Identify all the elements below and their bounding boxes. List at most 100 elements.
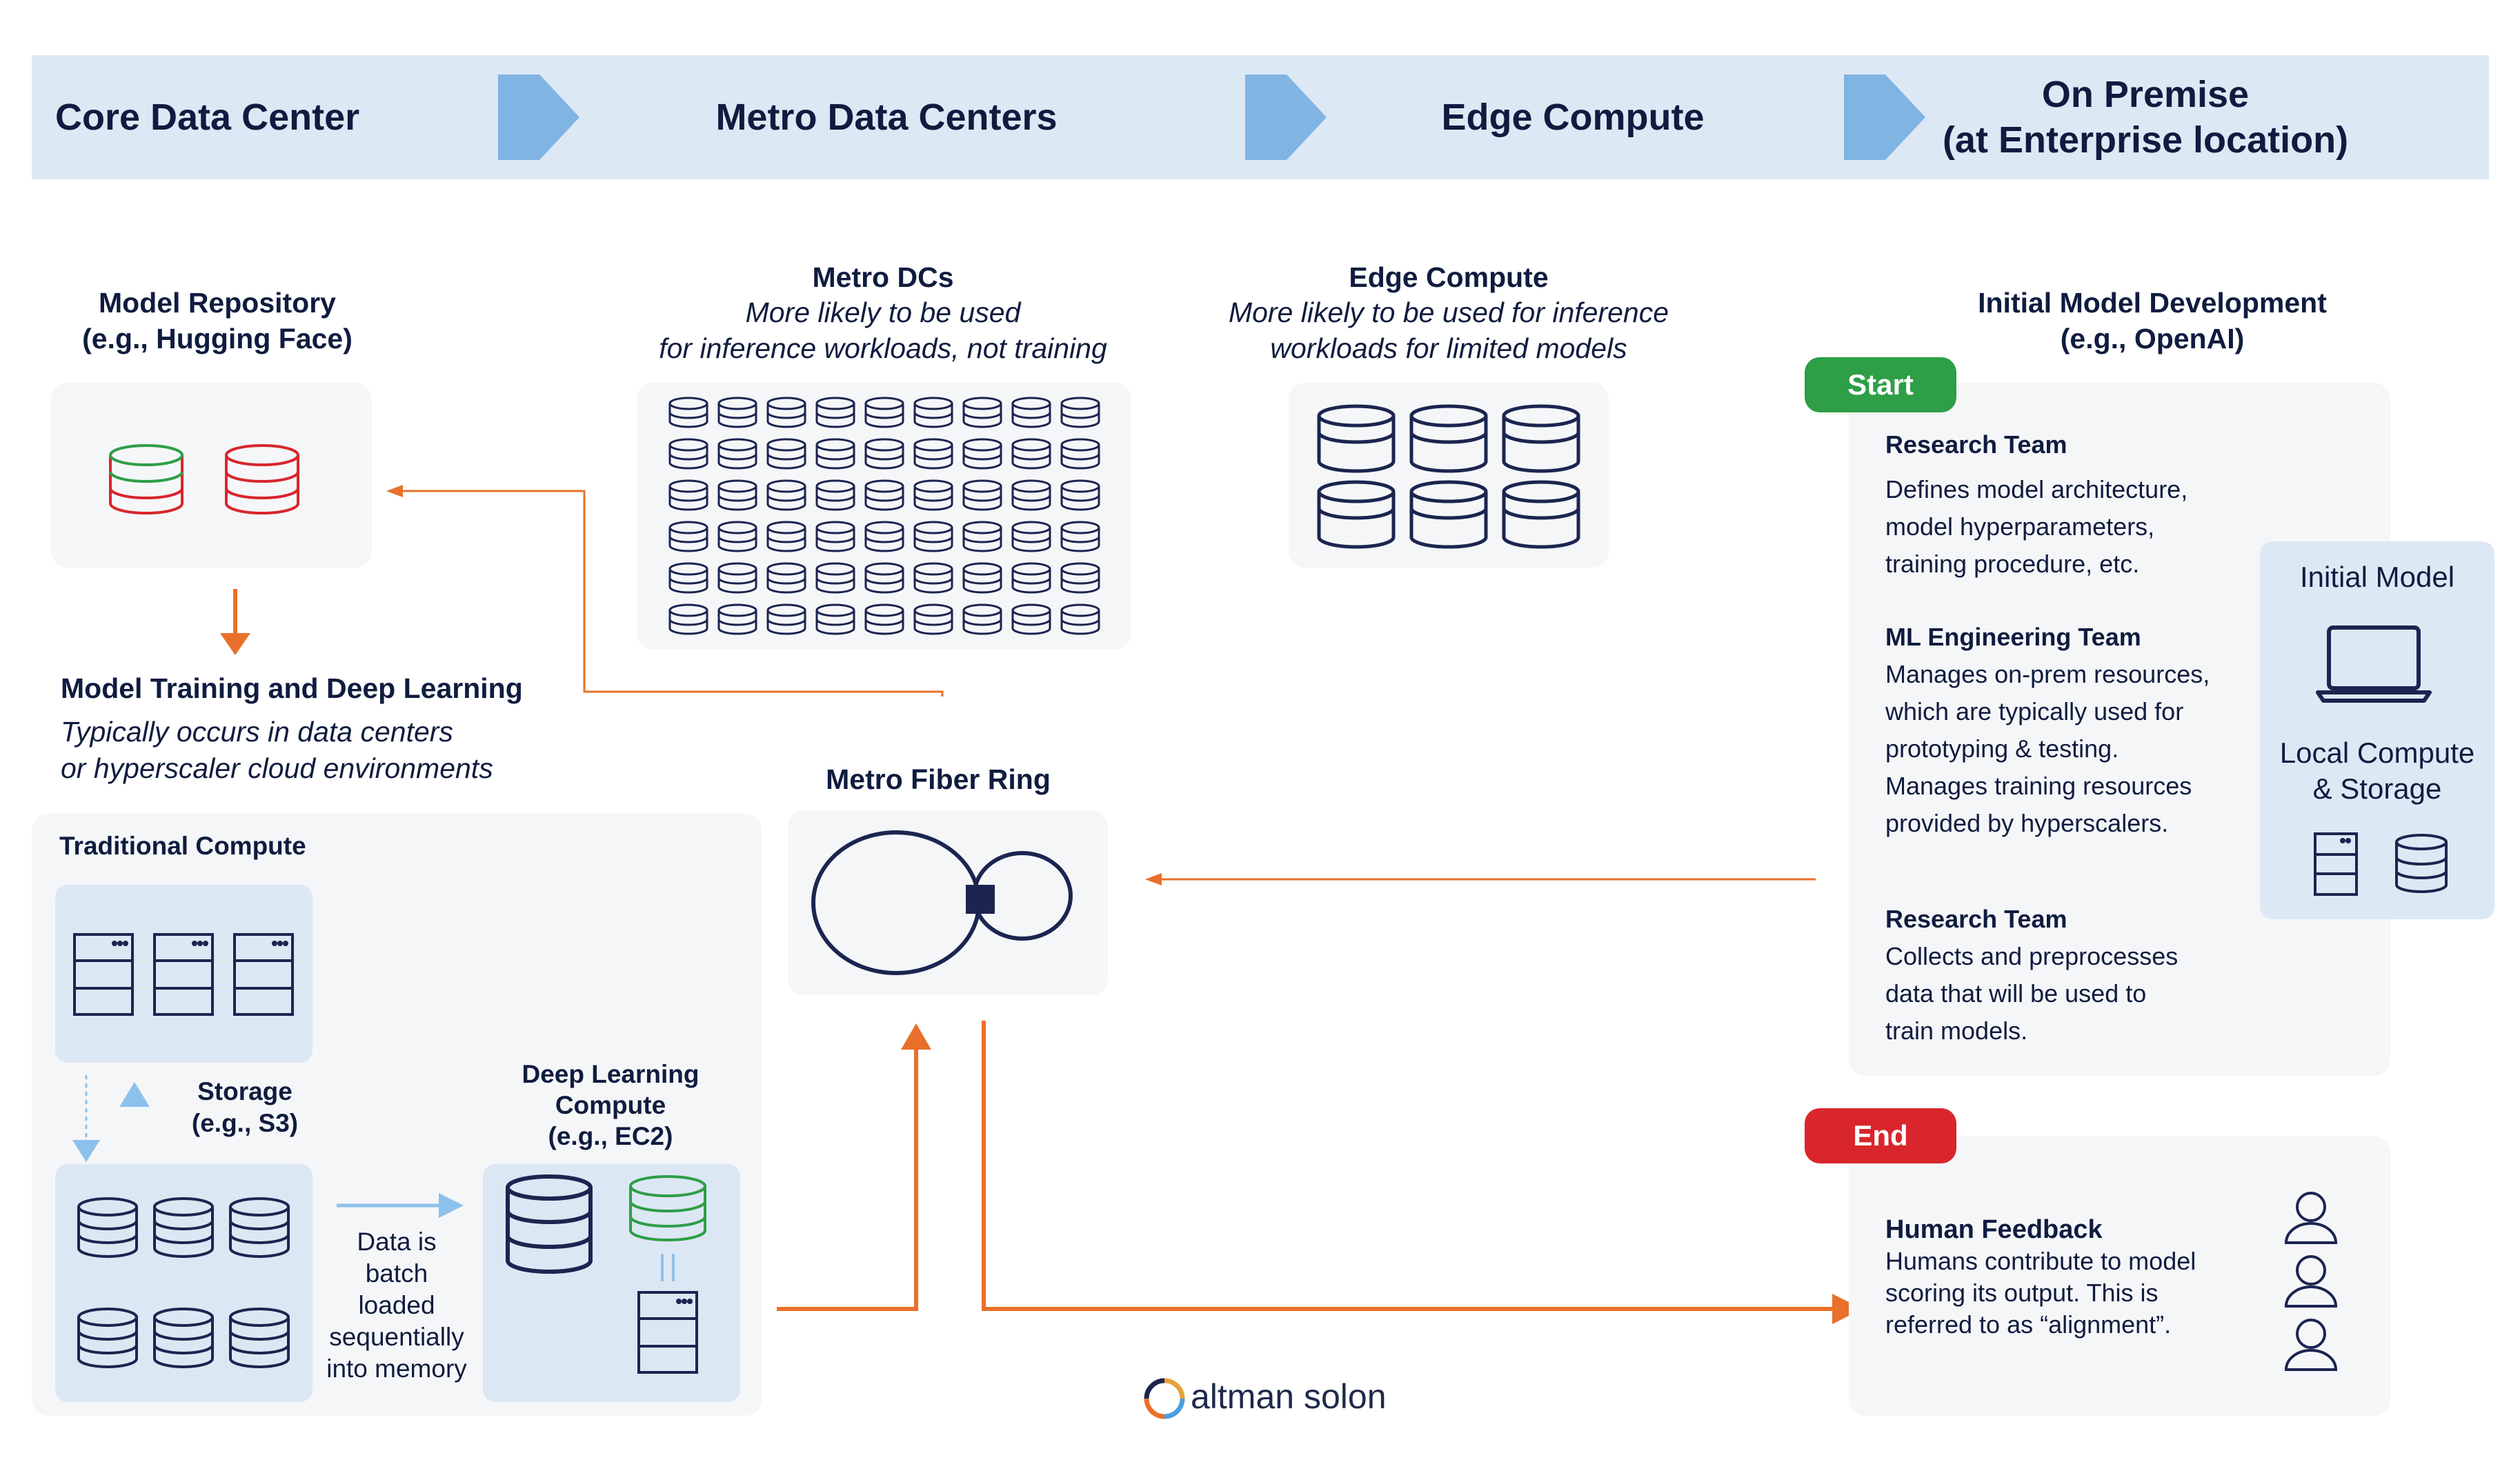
arrow-down-icon	[72, 1140, 100, 1162]
database-icon	[864, 603, 904, 635]
database-icon	[1060, 603, 1100, 635]
research-team2-line-1: Collects and preprocesses	[1885, 942, 2179, 970]
database-icon	[229, 1308, 290, 1368]
research-team-title-1: Research Team	[1885, 430, 2067, 459]
database-icon	[864, 521, 904, 552]
database-icon	[629, 1175, 706, 1241]
database-icon	[1504, 482, 1578, 547]
database-icon	[1319, 406, 1393, 471]
model-training-desc-1: Typically occurs in data centers	[61, 716, 453, 748]
database-icon	[1011, 397, 1051, 428]
edge-compute-panel	[1289, 383, 1609, 568]
database-icon	[77, 1197, 138, 1258]
brand-name: altman solon	[1191, 1377, 1387, 1416]
database-icon	[913, 397, 953, 428]
research-team-title-2: Research Team	[1885, 905, 2067, 933]
metro-dcs-database-grid	[668, 397, 1100, 635]
deep-learning-label-2: Compute	[555, 1091, 666, 1119]
database-icon	[815, 438, 855, 470]
database-icon	[717, 479, 757, 511]
batch-load-arrow	[337, 1193, 464, 1218]
database-icon	[864, 562, 904, 594]
stage-core-data-center: Core Data Center	[55, 97, 360, 138]
server-rack-icon	[73, 933, 134, 1016]
database-icon	[1060, 397, 1100, 428]
research-team-line-2: model hyperparameters,	[1885, 512, 2155, 541]
user-icon	[2284, 1192, 2338, 1244]
start-badge: Start	[1805, 357, 1956, 412]
database-icon	[668, 562, 708, 594]
model-repository-subtitle: (e.g., Hugging Face)	[82, 323, 353, 354]
data-batch-line-5: into memory	[326, 1354, 467, 1383]
deep-learning-label-1: Deep Learning	[522, 1060, 700, 1088]
database-icon	[864, 397, 904, 428]
database-icon	[962, 438, 1002, 470]
data-batch-line-1: Data is	[357, 1228, 437, 1256]
initial-model-dev-title: Initial Model Development	[1978, 287, 2327, 319]
database-icon	[766, 521, 806, 552]
deep-learning-icons	[506, 1174, 706, 1374]
local-compute-icons	[2314, 832, 2448, 896]
ml-engineering-line-5: provided by hyperscalers.	[1885, 809, 2169, 837]
database-icon	[717, 438, 757, 470]
deep-learning-label-3: (e.g., EC2)	[548, 1122, 673, 1150]
header-chevron-icons	[498, 74, 1925, 160]
database-icon	[962, 397, 1002, 428]
database-icon	[2395, 834, 2448, 893]
human-feedback-line-3: referred to as “alignment”.	[1885, 1310, 2172, 1339]
database-icon	[1411, 482, 1486, 547]
database-icon	[815, 479, 855, 511]
fiber-ring-icon	[811, 830, 1073, 975]
database-icon	[815, 603, 855, 635]
database-icon	[962, 479, 1002, 511]
traditional-compute-title: Traditional Compute	[59, 832, 306, 860]
database-icon	[962, 521, 1002, 552]
database-icon	[668, 438, 708, 470]
database-icon	[815, 521, 855, 552]
database-icon	[77, 1308, 138, 1368]
laptop-icon	[2316, 626, 2432, 703]
down-arrow-icon	[220, 589, 250, 655]
database-icon	[766, 562, 806, 594]
database-icon	[668, 603, 708, 635]
metro-dcs-desc-2: for inference workloads, not training	[659, 332, 1107, 364]
edge-compute-title: Edge Compute	[1349, 261, 1549, 293]
data-batch-line-4: sequentially	[329, 1323, 464, 1351]
database-icon	[913, 438, 953, 470]
storage-exchange-arrows	[72, 1075, 150, 1162]
storage-group	[55, 1164, 312, 1402]
research-team-line-1: Defines model architecture,	[1885, 475, 2188, 503]
database-icon	[1011, 479, 1051, 511]
human-icons	[2284, 1192, 2338, 1371]
ml-engineering-line-4: Manages training resources	[1885, 772, 2192, 800]
database-icon	[864, 438, 904, 470]
database-icon	[913, 479, 953, 511]
arrow-up-icon	[119, 1082, 150, 1107]
storage-label-1: Storage	[197, 1077, 292, 1105]
database-icon	[225, 444, 299, 514]
ml-engineering-title: ML Engineering Team	[1885, 623, 2141, 651]
server-rack-icon	[153, 933, 214, 1016]
server-rack-icon	[2314, 832, 2358, 896]
database-icon	[1011, 562, 1051, 594]
database-icon	[864, 479, 904, 511]
database-icon	[153, 1197, 214, 1258]
database-icon	[1319, 482, 1393, 547]
database-icon	[717, 562, 757, 594]
ml-engineering-line-2: which are typically used for	[1885, 697, 2184, 726]
database-icon	[962, 603, 1002, 635]
database-icon	[913, 562, 953, 594]
research-team2-line-2: data that will be used to	[1885, 979, 2147, 1008]
server-rack-icon	[233, 933, 294, 1016]
human-feedback-title: Human Feedback	[1885, 1215, 2103, 1244]
model-training-title: Model Training and Deep Learning	[61, 672, 523, 704]
database-icon	[1504, 406, 1578, 471]
model-training-desc-2: or hyperscaler cloud environments	[61, 752, 493, 784]
human-feedback-line-1: Humans contribute to model	[1885, 1247, 2196, 1275]
human-feedback-line-2: scoring its output. This is	[1885, 1279, 2159, 1307]
database-icon	[815, 562, 855, 594]
database-icon	[1060, 521, 1100, 552]
model-repository-databases	[109, 444, 299, 514]
ml-engineering-line-3: prototyping & testing.	[1885, 734, 2119, 763]
database-icon	[913, 521, 953, 552]
